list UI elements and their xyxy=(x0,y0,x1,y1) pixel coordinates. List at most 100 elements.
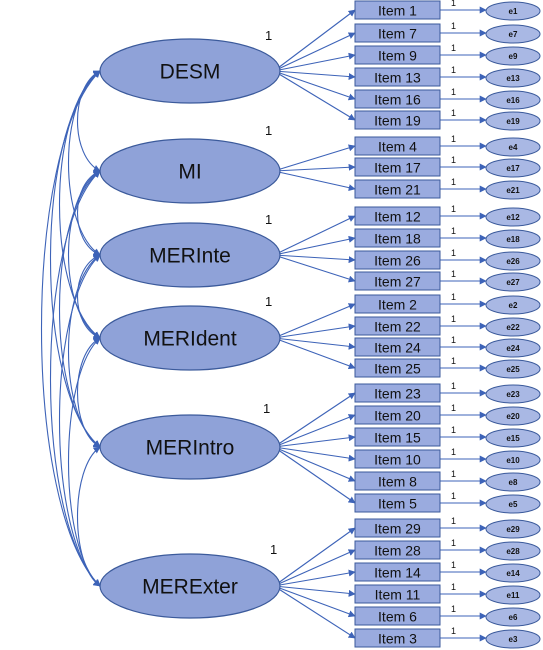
item-label-e19: Item 19 xyxy=(374,113,421,129)
item-box-e11 xyxy=(354,584,441,604)
loading-path-merident-e25 xyxy=(273,337,356,370)
item-box-e23 xyxy=(354,383,441,403)
covariance-arc-merinte-merintro xyxy=(67,254,101,448)
item-box-e20 xyxy=(354,405,441,425)
error-label-e7: e7 xyxy=(509,30,518,39)
item-label-e24: Item 24 xyxy=(374,340,421,356)
factor-ellipse-mi xyxy=(99,138,281,204)
loading-path-merinte-e18 xyxy=(273,235,356,256)
loading-path-merexter-e11 xyxy=(273,585,356,597)
error-ellipse-e17 xyxy=(485,158,541,178)
loading-path-merident-e24 xyxy=(273,337,356,350)
item-box-e1 xyxy=(354,0,441,20)
error-label-e22: e22 xyxy=(506,323,520,332)
error-weight-label-e15: 1 xyxy=(451,425,456,435)
error-ellipse-e29 xyxy=(485,519,541,539)
factor-variance-label-merexter: 1 xyxy=(270,542,277,557)
item-label-e14: Item 14 xyxy=(374,565,421,581)
item-label-e5: Item 5 xyxy=(378,496,417,512)
item-box-e24 xyxy=(354,337,441,357)
item-box-e29 xyxy=(354,518,441,538)
loading-path-merintro-e8 xyxy=(273,446,356,482)
error-label-e26: e26 xyxy=(506,257,520,266)
error-label-e28: e28 xyxy=(506,547,520,556)
loading-path-desm-e16 xyxy=(273,70,356,101)
item-label-e12: Item 12 xyxy=(374,209,421,225)
error-weight-label-e27: 1 xyxy=(451,269,456,279)
error-weight-label-e11: 1 xyxy=(451,582,456,592)
error-weight-label-e29: 1 xyxy=(451,516,456,526)
error-ellipse-e14 xyxy=(485,563,541,583)
error-label-e14: e14 xyxy=(506,569,520,578)
error-ellipse-e2 xyxy=(485,295,541,315)
loading-path-merident-e22 xyxy=(273,323,356,339)
loading-path-mi-e17 xyxy=(273,163,356,172)
error-label-e19: e19 xyxy=(506,117,520,126)
error-weight-label-e9: 1 xyxy=(451,43,456,53)
factor-ellipse-merident xyxy=(99,305,281,371)
error-ellipse-e18 xyxy=(485,229,541,249)
covariance-arc-merinte-merident xyxy=(76,254,101,339)
item-label-e1: Item 1 xyxy=(378,3,417,19)
factor-label-desm: DESM xyxy=(160,61,221,84)
item-label-e9: Item 9 xyxy=(378,48,417,64)
loading-path-merinte-e27 xyxy=(273,254,356,283)
factor-ellipse-merintro xyxy=(99,414,281,480)
covariance-arc-merident-merexter xyxy=(68,337,101,587)
error-label-e5: e5 xyxy=(509,500,518,509)
error-weight-label-e26: 1 xyxy=(451,248,456,258)
item-label-e6: Item 6 xyxy=(378,609,417,625)
item-box-e8 xyxy=(354,471,441,491)
factor-ellipse-desm xyxy=(99,38,281,104)
factor-variance-label-merintro: 1 xyxy=(263,401,270,416)
loading-path-mi-e4 xyxy=(273,144,356,172)
error-label-e4: e4 xyxy=(509,143,518,152)
item-box-e4 xyxy=(354,136,441,156)
covariance-arc-merident-merintro xyxy=(77,337,101,448)
error-ellipse-e21 xyxy=(485,180,541,200)
error-weight-label-e17: 1 xyxy=(451,155,456,165)
item-box-e27 xyxy=(354,271,441,291)
error-label-e25: e25 xyxy=(506,365,520,374)
loading-path-merexter-e14 xyxy=(273,569,356,587)
item-box-e19 xyxy=(354,110,441,130)
error-label-e11: e11 xyxy=(507,591,520,600)
item-label-e10: Item 10 xyxy=(374,452,421,468)
error-ellipse-e25 xyxy=(485,359,541,379)
item-box-e9 xyxy=(354,45,441,65)
error-weight-label-e12: 1 xyxy=(451,204,456,214)
error-weight-label-e25: 1 xyxy=(451,356,456,366)
loading-path-merexter-e3 xyxy=(273,585,356,639)
error-ellipse-e28 xyxy=(485,541,541,561)
item-label-e28: Item 28 xyxy=(374,543,421,559)
loading-path-merintro-e5 xyxy=(273,446,356,504)
error-label-e2: e2 xyxy=(509,301,518,310)
error-label-e13: e13 xyxy=(506,74,520,83)
loading-path-mi-e21 xyxy=(273,170,356,192)
error-weight-label-e20: 1 xyxy=(451,403,456,413)
error-ellipse-e9 xyxy=(485,46,541,66)
item-label-e13: Item 13 xyxy=(374,70,421,86)
error-weight-label-e28: 1 xyxy=(451,538,456,548)
item-label-e2: Item 2 xyxy=(378,297,417,313)
loading-path-merintro-e15 xyxy=(273,434,356,448)
factor-variance-label-desm: 1 xyxy=(265,28,272,43)
error-label-e10: e10 xyxy=(506,456,520,465)
item-box-e26 xyxy=(354,250,441,270)
error-weight-label-e22: 1 xyxy=(451,314,456,324)
item-box-e13 xyxy=(354,67,441,87)
item-box-e18 xyxy=(354,228,441,248)
error-label-e1: e1 xyxy=(509,7,518,16)
item-label-e7: Item 7 xyxy=(378,26,417,42)
error-label-e29: e29 xyxy=(506,525,520,534)
covariance-arc-mi-merident xyxy=(68,170,101,339)
item-box-e17 xyxy=(354,157,441,177)
item-box-e28 xyxy=(354,540,441,560)
item-label-e26: Item 26 xyxy=(374,253,421,269)
item-label-e11: Item 11 xyxy=(375,587,421,603)
loading-path-merintro-e10 xyxy=(273,446,356,462)
item-box-e5 xyxy=(354,493,441,513)
error-label-e15: e15 xyxy=(506,434,520,443)
item-label-e3: Item 3 xyxy=(378,631,417,647)
